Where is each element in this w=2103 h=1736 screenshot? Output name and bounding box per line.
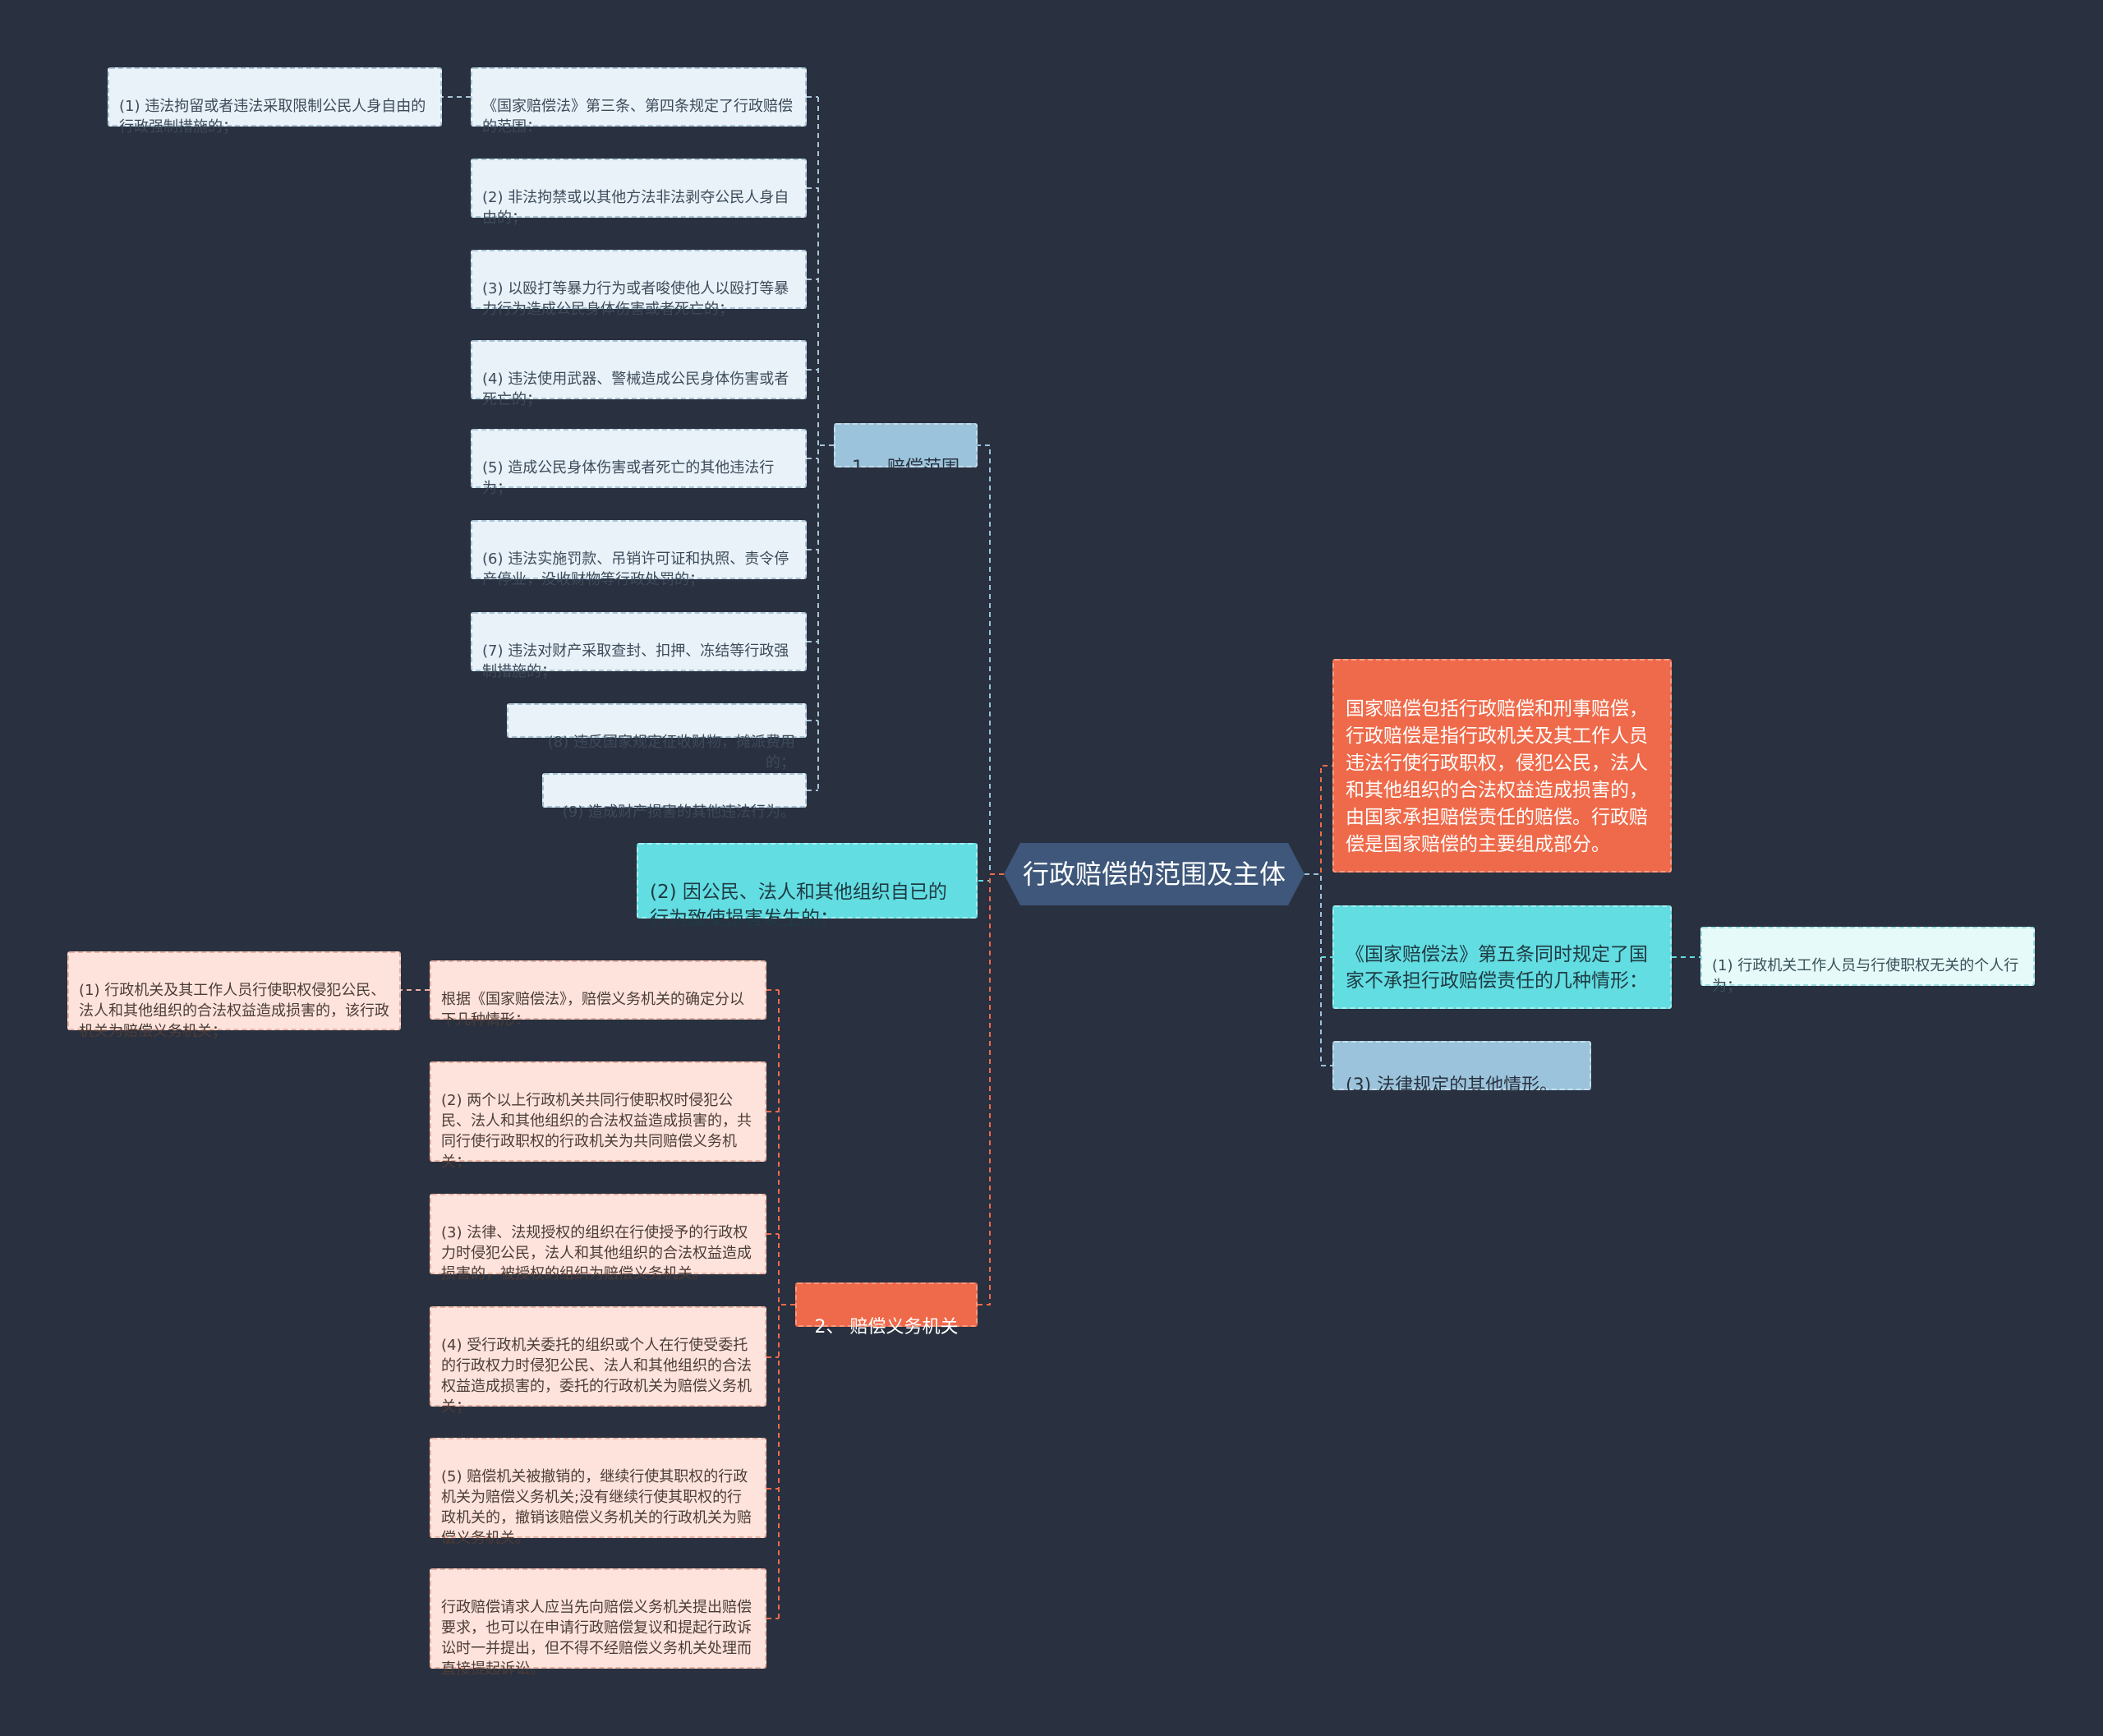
scope-item-2[interactable]: (2) 非法拘禁或以其他方法非法剥夺公民人身自由的； — [471, 159, 807, 227]
link-scope-bracket — [807, 96, 834, 791]
other-cases-node[interactable]: (3) 法律规定的其他情形。 — [1332, 1041, 1591, 1096]
scope-item-5-text: (5) 造成公民身体伤害或者死亡的其他违法行为； — [482, 459, 775, 497]
scope-intro-child-text: (1) 违法拘留或者违法采取限制公民人身自由的行政强制措施的； — [119, 98, 426, 136]
root-topic-label: 行政赔偿的范围及主体 — [1022, 859, 1286, 890]
scope-item-9[interactable]: (9) 造成财产损害的其他违法行为。 — [542, 773, 807, 821]
section-scope[interactable]: 1、 赔偿范围 — [834, 423, 978, 478]
scope-item-9-text: (9) 造成财产损害的其他违法行为。 — [562, 804, 795, 821]
exemption-text: 《国家赔偿法》第五条同时规定了国家不承担行政赔偿责任的几种情形： — [1346, 944, 1648, 992]
scope-item-4-text: (4) 违法使用武器、警械造成公民身体伤害或者死亡的； — [482, 371, 789, 408]
scope-item-7[interactable]: (7) 违法对财产采取查封、扣押、冻结等行政强制措施的； — [471, 612, 807, 680]
scope-item-5[interactable]: (5) 造成公民身体伤害或者死亡的其他违法行为； — [471, 429, 807, 497]
scope-intro-child[interactable]: (1) 违法拘留或者违法采取限制公民人身自由的行政强制措施的； — [108, 67, 442, 136]
link-root-obligor — [978, 873, 1004, 1305]
section-obligor[interactable]: 2、 赔偿义务机关 — [795, 1282, 978, 1338]
exemption-child[interactable]: (1) 行政机关工作人员与行使职权无关的个人行为； — [1700, 927, 2035, 995]
obligor-item-2[interactable]: (2) 两个以上行政机关共同行使职权时侵犯公民、法人和其他组织的合法权益造成损害… — [430, 1061, 766, 1171]
scope-intro[interactable]: 《国家赔偿法》第三条、第四条规定了行政赔偿的范围： — [471, 67, 807, 136]
self-fault-exemption[interactable]: (2) 因公民、法人和其他组织自已的行为致使损害发生的； — [637, 843, 978, 929]
scope-item-3-text: (3) 以殴打等暴力行为或者唆使他人以殴打等暴力行为造成公民身体伤害或者死亡的； — [482, 280, 789, 318]
link-obligor-bracket — [766, 989, 795, 1619]
section-scope-label: 1、 赔偿范围 — [852, 458, 959, 478]
obligor-item-4-text: (4) 受行政机关委托的组织或个人在行使受委托的行政权力时侵犯公民、法人和其他组… — [441, 1337, 752, 1416]
scope-item-3[interactable]: (3) 以殴打等暴力行为或者唆使他人以殴打等暴力行为造成公民身体伤害或者死亡的； — [471, 250, 807, 318]
scope-item-6-text: (6) 违法实施罚款、吊销许可证和执照、责令停产停业，没收财物等行政处罚的； — [482, 550, 789, 588]
obligor-item-2-text: (2) 两个以上行政机关共同行使职权时侵犯公民、法人和其他组织的合法权益造成损害… — [441, 1092, 752, 1171]
section-obligor-label: 2、 赔偿义务机关 — [814, 1317, 959, 1338]
scope-item-6[interactable]: (6) 违法实施罚款、吊销许可证和执照、责令停产停业，没收财物等行政处罚的； — [471, 520, 807, 588]
exemption-child-text: (1) 行政机关工作人员与行使职权无关的个人行为； — [1712, 957, 2019, 995]
scope-item-8-text: (8) 违反国家规定征收财物，摊派费用的； — [547, 734, 795, 771]
obligor-intro-text: 根据《国家赔偿法》，赔偿义务机关的确定分以下几种情形： — [441, 991, 744, 1029]
obligor-item-4[interactable]: (4) 受行政机关委托的组织或个人在行使受委托的行政权力时侵犯公民、法人和其他组… — [430, 1306, 766, 1416]
definition-text: 国家赔偿包括行政赔偿和刑事赔偿，行政赔偿是指行政机关及其工作人员违法行使行政职权… — [1346, 698, 1648, 855]
scope-item-4[interactable]: (4) 违法使用武器、警械造成公民身体伤害或者死亡的； — [471, 340, 807, 408]
link-root-definition — [1305, 765, 1332, 875]
self-fault-exemption-text: (2) 因公民、法人和其他组织自已的行为致使损害发生的； — [650, 882, 947, 929]
link-root-other-cases — [1305, 873, 1332, 1066]
scope-item-7-text: (7) 违法对财产采取查封、扣押、冻结等行政强制措施的； — [482, 642, 789, 680]
other-cases-text: (3) 法律规定的其他情形。 — [1346, 1075, 1558, 1096]
obligor-note-text: 行政赔偿请求人应当先向赔偿义务机关提出赔偿要求，也可以在申请行政赔偿复议和提起行… — [441, 1599, 752, 1678]
obligor-item-5[interactable]: (5) 赔偿机关被撤销的，继续行使其职权的行政机关为赔偿义务机关;没有继续行使其… — [430, 1438, 766, 1547]
link-root-scope — [978, 444, 1004, 875]
scope-item-8[interactable]: (8) 违反国家规定征收财物，摊派费用的； — [507, 703, 807, 771]
scope-intro-text: 《国家赔偿法》第三条、第四条规定了行政赔偿的范围： — [482, 98, 793, 136]
exemption-node[interactable]: 《国家赔偿法》第五条同时规定了国家不承担行政赔偿责任的几种情形： — [1332, 905, 1672, 1009]
obligor-intro-child[interactable]: (1) 行政机关及其工作人员行使职权侵犯公民、法人和其他组织的合法权益造成损害的… — [67, 951, 401, 1040]
obligor-item-3[interactable]: (3) 法律、法规授权的组织在行使授予的行政权力时侵犯公民，法人和其他组织的合法… — [430, 1194, 766, 1282]
definition-node[interactable]: 国家赔偿包括行政赔偿和刑事赔偿，行政赔偿是指行政机关及其工作人员违法行使行政职权… — [1332, 659, 1672, 873]
obligor-intro-child-text: (1) 行政机关及其工作人员行使职权侵犯公民、法人和其他组织的合法权益造成损害的… — [79, 982, 389, 1040]
obligor-item-5-text: (5) 赔偿机关被撤销的，继续行使其职权的行政机关为赔偿义务机关;没有继续行使其… — [441, 1468, 752, 1547]
root-topic[interactable]: 行政赔偿的范围及主体 — [1004, 843, 1305, 905]
scope-item-2-text: (2) 非法拘禁或以其他方法非法剥夺公民人身自由的； — [482, 189, 789, 227]
obligor-item-3-text: (3) 法律、法规授权的组织在行使授予的行政权力时侵犯公民，法人和其他组织的合法… — [441, 1224, 752, 1282]
obligor-intro[interactable]: 根据《国家赔偿法》，赔偿义务机关的确定分以下几种情形： — [430, 960, 766, 1029]
obligor-note[interactable]: 行政赔偿请求人应当先向赔偿义务机关提出赔偿要求，也可以在申请行政赔偿复议和提起行… — [430, 1568, 766, 1678]
link-root-exemption — [1305, 873, 1332, 958]
